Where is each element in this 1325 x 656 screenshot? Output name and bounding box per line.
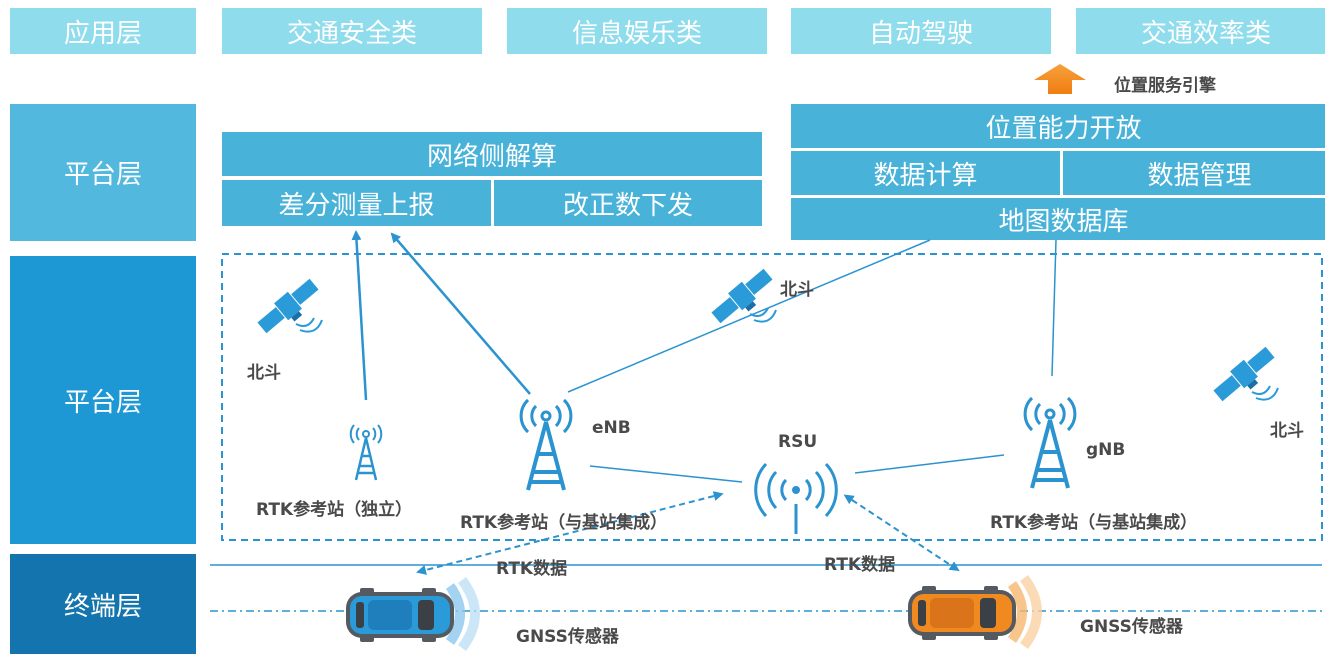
correction-dispatch-box: 改正数下发 <box>494 180 762 226</box>
app-item-label: 自动驾驶 <box>868 18 973 49</box>
satellite-icon <box>1213 346 1279 402</box>
rtk-data-label-right: RTK数据 <box>824 555 896 575</box>
map-database-text: 地图数据库 <box>998 206 1129 237</box>
layer-label-application: 应用层 <box>10 8 196 54</box>
satellite-icon <box>257 278 323 334</box>
network-calc-title: 网络侧解算 <box>222 132 762 176</box>
platform-dashed-frame <box>221 253 1323 541</box>
data-compute-text: 数据计算 <box>873 160 978 191</box>
satellite-icon <box>711 268 777 324</box>
link-standalone-to-report <box>351 230 368 401</box>
gnb-tower-icon <box>1023 396 1077 489</box>
rtk-data-arrow-left <box>416 491 724 575</box>
enb-tower-icon <box>519 398 573 491</box>
rtk-data-arrow-right <box>843 494 960 572</box>
link-gnb-to-location <box>1051 239 1057 377</box>
data-compute-box: 数据计算 <box>791 151 1060 195</box>
map-database-box: 地图数据库 <box>791 198 1325 240</box>
location-engine-label: 位置服务引擎 <box>1114 76 1216 96</box>
location-capability-title: 位置能力开放 <box>791 104 1325 148</box>
link-enb-to-report <box>390 232 531 395</box>
gnb-station-label: RTK参考站（与基站集成） <box>990 513 1198 533</box>
layer-label-platform-upper: 平台层 <box>10 104 196 241</box>
satellite-label: 北斗 <box>780 280 814 300</box>
gnss-sensor-label: GNSS传感器 <box>516 627 619 647</box>
layer-label-application-text: 应用层 <box>63 18 142 49</box>
car-blue-icon <box>346 576 480 652</box>
rsu-label: RSU <box>778 432 818 452</box>
satellite-label: 北斗 <box>247 363 281 383</box>
rtk-data-label-left: RTK数据 <box>496 559 568 579</box>
layer-label-platform-lower: 平台层 <box>10 256 196 544</box>
link-enb-to-location <box>567 239 931 393</box>
link-enb-rsu <box>589 465 743 483</box>
app-item-label: 信息娱乐类 <box>571 18 702 49</box>
rtk-station-tower-icon <box>349 424 383 481</box>
enb-station-label: RTK参考站（与基站集成） <box>460 513 668 533</box>
link-rsu-gnb <box>854 454 1005 474</box>
layer-label-terminal: 终端层 <box>10 554 196 654</box>
differential-report-text: 差分测量上报 <box>278 190 435 221</box>
layer-label-platform-lower-text: 平台层 <box>63 387 142 418</box>
data-management-box: 数据管理 <box>1063 151 1325 195</box>
layer-label-terminal-text: 终端层 <box>63 591 142 622</box>
gnb-label: gNB <box>1086 440 1126 460</box>
satellite-label: 北斗 <box>1270 421 1304 441</box>
network-calc-title-text: 网络侧解算 <box>426 141 557 172</box>
gnss-sensor-label: GNSS传感器 <box>1080 617 1183 637</box>
app-item-label: 交通效率类 <box>1140 18 1271 49</box>
app-item-traffic-safety: 交通安全类 <box>222 8 482 54</box>
app-item-traffic-efficiency: 交通效率类 <box>1076 8 1325 54</box>
up-arrow-icon <box>1034 64 1086 94</box>
standalone-station-label: RTK参考站（独立） <box>256 500 413 520</box>
location-capability-title-text: 位置能力开放 <box>985 113 1142 144</box>
correction-dispatch-text: 改正数下发 <box>562 190 693 221</box>
rsu-antenna-icon <box>754 462 838 534</box>
app-item-label: 交通安全类 <box>286 18 417 49</box>
app-item-autonomous-driving: 自动驾驶 <box>791 8 1051 54</box>
car-orange-icon <box>908 574 1042 650</box>
differential-report-box: 差分测量上报 <box>222 180 491 226</box>
layer-label-platform-upper-text: 平台层 <box>63 160 142 190</box>
app-item-infotainment: 信息娱乐类 <box>507 8 767 54</box>
enb-label: eNB <box>592 418 631 438</box>
data-management-text: 数据管理 <box>1147 160 1252 191</box>
